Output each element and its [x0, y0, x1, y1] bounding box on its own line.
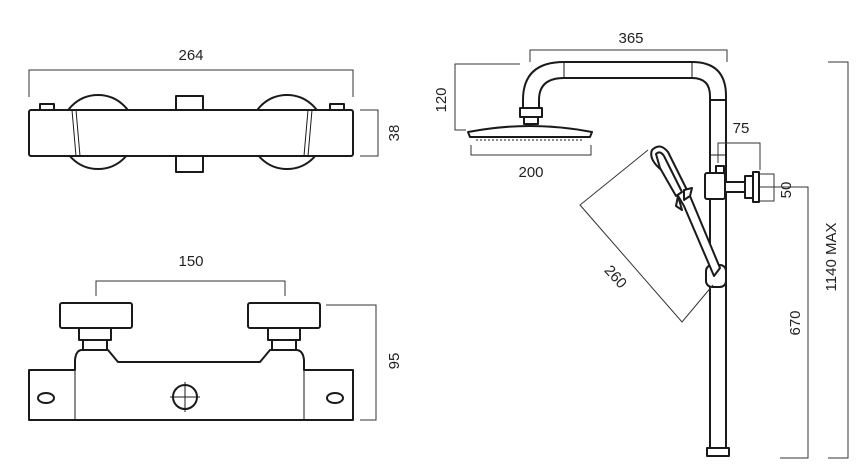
wall-bracket-clamp — [704, 172, 726, 200]
dim-top-width: 264 — [28, 47, 354, 97]
dim-valve-spacing-label: 150 — [178, 253, 203, 270]
handle-left — [59, 302, 133, 329]
dim-front-height-label: 95 — [386, 353, 403, 370]
body-edge-right — [303, 109, 309, 157]
dim-top-width-label: 264 — [178, 47, 203, 64]
dim-bracket-offset: 75 — [717, 120, 761, 170]
dim-arm-reach-label: 365 — [618, 30, 643, 47]
shower-head — [467, 125, 593, 138]
dim-bracket-height-label: 50 — [778, 182, 795, 199]
dim-top-height-label: 38 — [386, 125, 403, 142]
dim-head-drop-label: 120 — [433, 87, 450, 112]
wall-bracket-arm — [724, 181, 746, 193]
mixer-body-front — [28, 349, 354, 421]
hand-shower-button — [683, 187, 693, 201]
hand-shower-face — [655, 151, 683, 197]
dim-valve-spacing: 150 — [95, 253, 286, 296]
mixer-body-top — [28, 109, 354, 157]
connector-right-upper — [267, 327, 301, 341]
mixer-front-view — [28, 302, 354, 421]
body-edge-left — [75, 109, 81, 157]
dim-bracket-offset-label: 75 — [733, 120, 750, 137]
dim-bracket-position: 670 — [760, 186, 809, 459]
connector-left-upper — [78, 327, 112, 341]
dim-head-diameter-label: 200 — [518, 164, 543, 181]
handle-right — [247, 302, 321, 329]
riser-foot — [706, 447, 730, 457]
dim-bracket-position-label: 670 — [787, 310, 804, 335]
head-joint — [519, 107, 543, 118]
wall-bracket-flange — [752, 171, 760, 203]
dim-hose-length: 260 — [579, 149, 714, 323]
dim-head-diameter: 200 — [470, 145, 592, 181]
body-division-left — [71, 109, 77, 157]
dim-front-height: 95 — [326, 304, 403, 421]
mixer-top-view — [28, 94, 354, 173]
dim-hose-length-label: 260 — [601, 262, 630, 292]
shower-arm — [522, 61, 727, 109]
bottom-knob — [175, 155, 204, 173]
outlet-right — [326, 392, 344, 404]
bracket-top-nut — [715, 165, 725, 174]
dim-total-height-label: 1140 MAX — [823, 223, 840, 292]
outlet-left — [37, 392, 55, 404]
shower-column — [467, 61, 760, 457]
connector-left-lower — [82, 339, 108, 351]
wall-bracket-plate — [744, 175, 754, 199]
dim-head-drop: 120 — [433, 63, 520, 131]
dim-total-height: 1140 MAX — [823, 61, 849, 459]
connector-right-lower — [271, 339, 297, 351]
body-division-right — [307, 109, 313, 157]
dim-arm-reach: 365 — [529, 30, 728, 62]
dim-top-height: 38 — [360, 109, 403, 157]
